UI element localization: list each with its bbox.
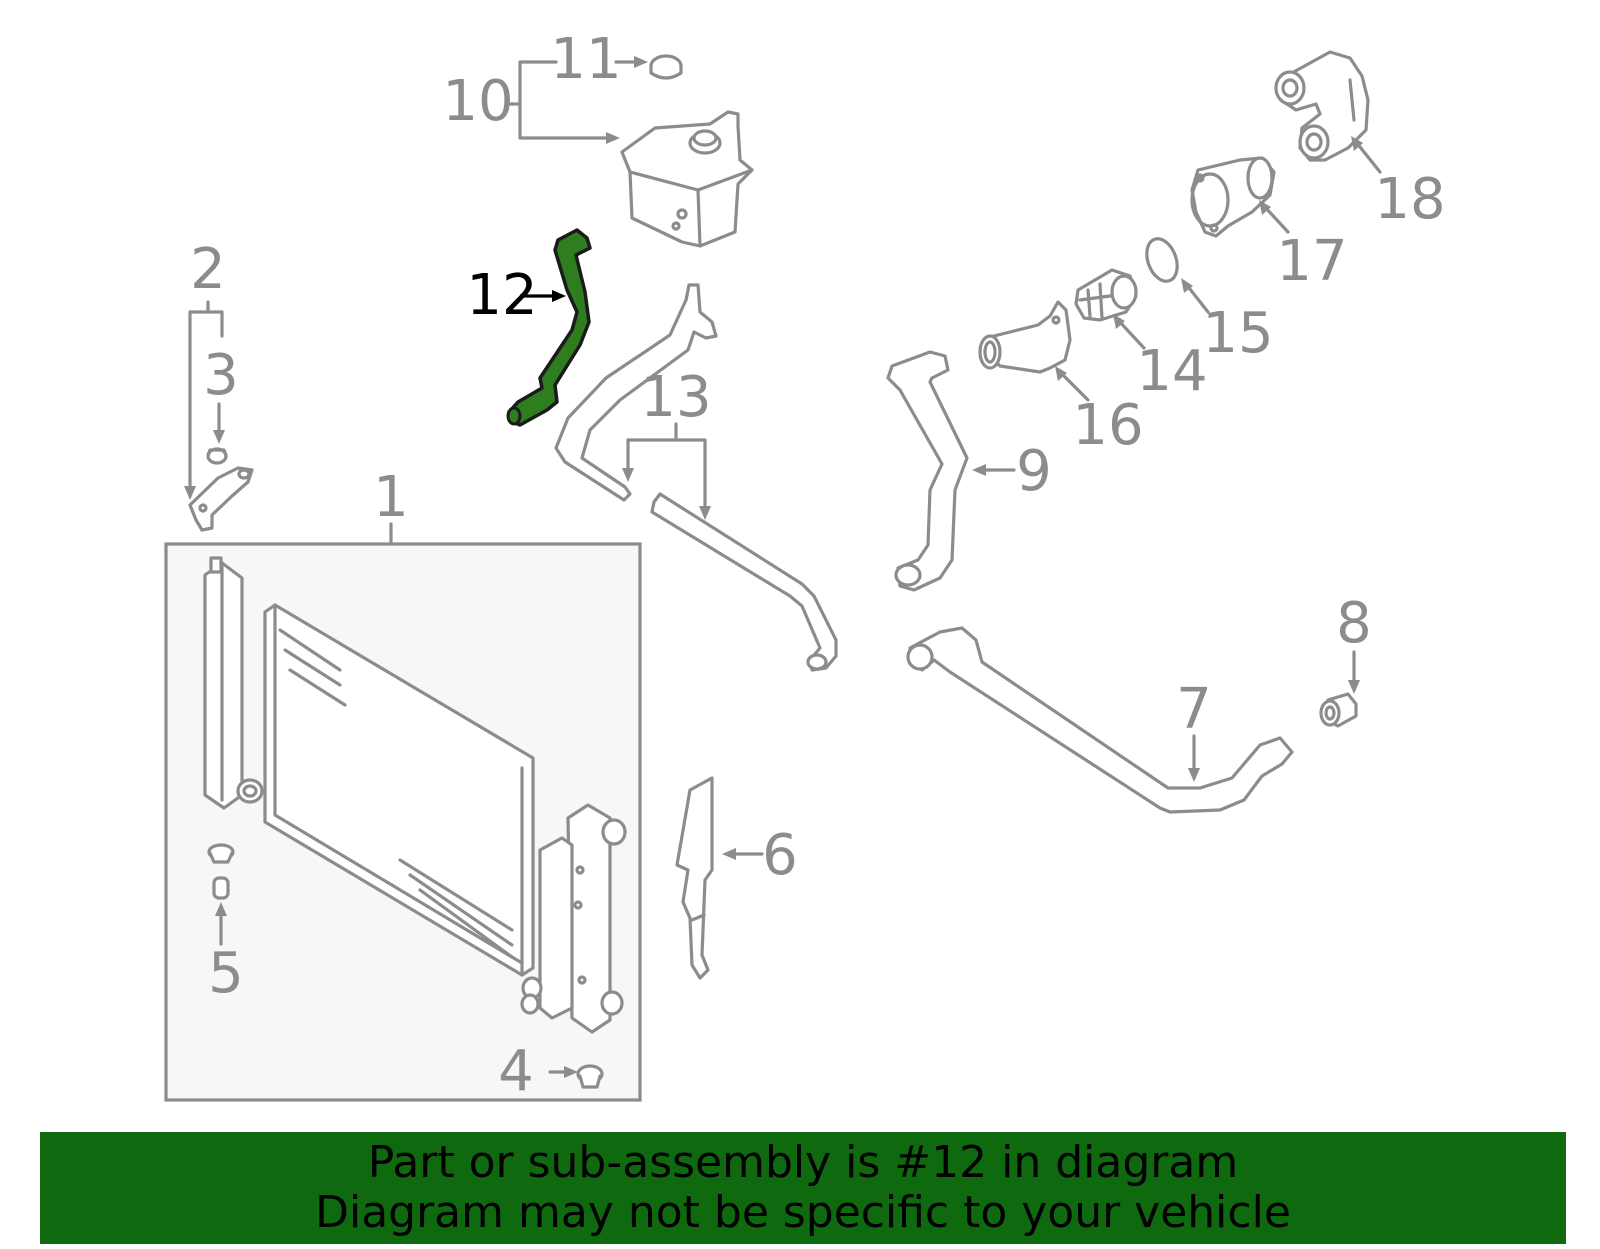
callout-15: 15 xyxy=(1202,301,1273,366)
banner-line-part: Part or sub-assembly is #12 in diagram xyxy=(367,1137,1239,1188)
bracket-grommet[interactable] xyxy=(206,447,228,465)
callout-6: 6 xyxy=(762,823,798,888)
callout-7: 7 xyxy=(1176,677,1212,742)
air-guide[interactable] xyxy=(675,776,714,980)
callout-5: 5 xyxy=(208,941,244,1006)
lower-grommet[interactable] xyxy=(576,1064,604,1089)
callout-3: 3 xyxy=(203,343,239,408)
callout-13: 13 xyxy=(640,365,711,430)
callout-18: 18 xyxy=(1374,167,1445,232)
info-banner: Part or sub-assembly is #12 in diagram D… xyxy=(40,1132,1566,1244)
callout-14: 14 xyxy=(1136,339,1207,404)
radiator-assembly[interactable] xyxy=(164,542,642,1102)
water-outlet[interactable] xyxy=(978,300,1072,374)
hose-13-lower[interactable] xyxy=(650,492,838,672)
thermostat-housing[interactable] xyxy=(1190,156,1276,238)
callout-11: 11 xyxy=(550,27,621,92)
callout-16: 16 xyxy=(1072,393,1143,458)
drain-plug[interactable] xyxy=(1319,692,1358,728)
callout-2: 2 xyxy=(190,237,226,302)
coolant-reservoir[interactable] xyxy=(620,110,754,248)
hose-13-upper[interactable] xyxy=(554,283,718,502)
radiator-bracket[interactable] xyxy=(188,466,254,532)
callout-10: 10 xyxy=(442,69,513,134)
hose-12-highlighted[interactable] xyxy=(506,228,592,427)
thermostat[interactable] xyxy=(1074,268,1138,322)
hose-7[interactable] xyxy=(906,626,1294,814)
reservoir-cap[interactable] xyxy=(649,54,683,80)
thermostat-gasket[interactable] xyxy=(1141,235,1182,286)
water-elbow[interactable] xyxy=(1274,50,1370,162)
hose-9[interactable] xyxy=(886,350,969,592)
callout-9: 9 xyxy=(1016,439,1052,504)
callout-1: 1 xyxy=(373,465,409,530)
callout-labels: 1 2 3 4 5 6 7 8 9 10 11 12 13 14 15 16 1… xyxy=(190,27,1445,1104)
banner-line-disclaimer: Diagram may not be specific to your vehi… xyxy=(315,1187,1291,1238)
callout-12: 12 xyxy=(466,263,537,328)
callout-8: 8 xyxy=(1336,591,1372,656)
arrowheads xyxy=(184,56,1363,1078)
callout-4: 4 xyxy=(498,1039,534,1104)
callout-17: 17 xyxy=(1276,229,1347,294)
